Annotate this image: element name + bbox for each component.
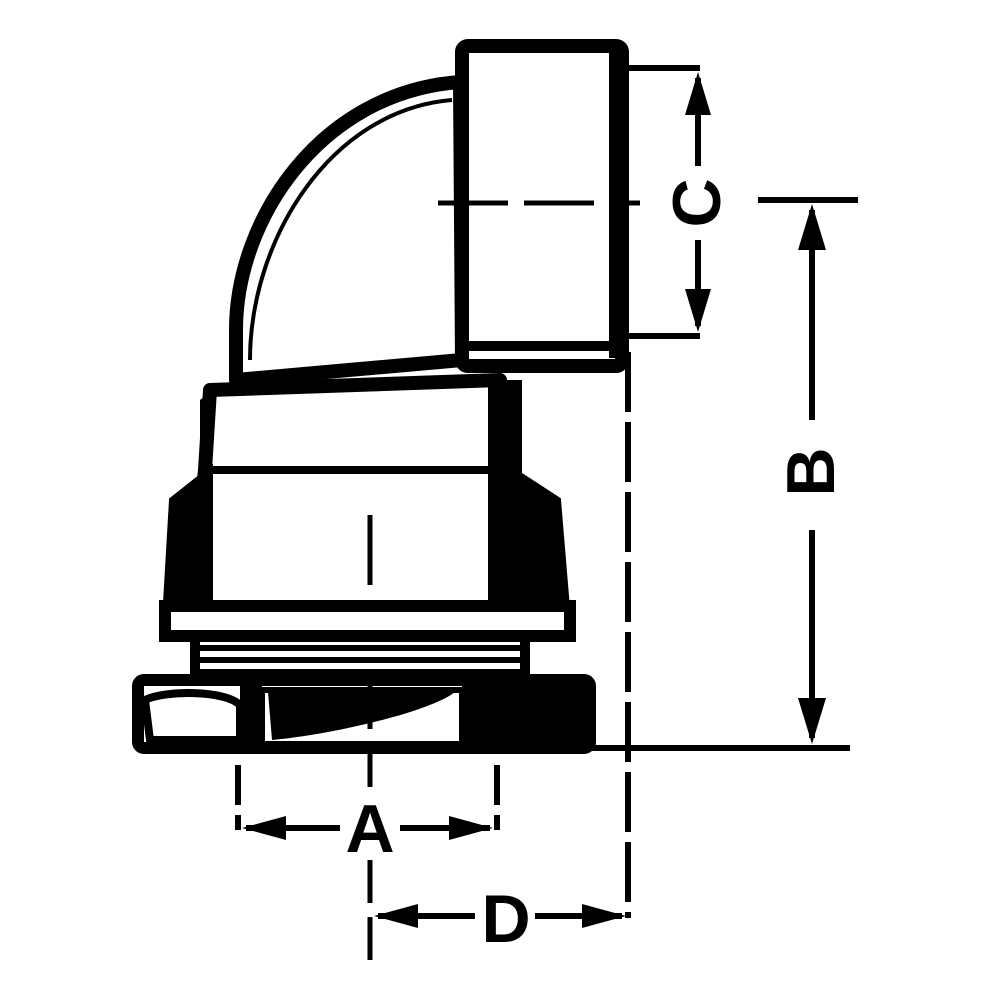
right-flange — [508, 464, 572, 623]
dim-b-label-gap — [784, 420, 840, 530]
lock-nut-left-hex — [240, 686, 262, 744]
dimension-d — [374, 352, 631, 952]
left-flange-upper — [200, 390, 212, 470]
dim-d-arrow-right — [582, 904, 626, 928]
left-flange — [161, 463, 213, 623]
dim-b-arrow-top — [798, 204, 826, 250]
dimension-c — [626, 65, 730, 339]
dim-a-label-gap — [340, 790, 400, 860]
thread-lines — [200, 645, 520, 675]
dim-d-arrow-left — [374, 904, 418, 928]
dim-c-label: C — [659, 178, 735, 227]
elbow-bend-inner-shadow — [248, 98, 453, 361]
lock-nut-right-face — [494, 686, 584, 744]
dim-a-arrow-left — [242, 816, 286, 840]
dim-c-arrow-bottom — [685, 289, 711, 332]
dimension-b — [590, 197, 858, 751]
dimension-a — [235, 765, 500, 860]
dim-a-label: A — [345, 791, 394, 867]
upper-body — [183, 373, 537, 617]
elbow-bend — [229, 75, 469, 387]
dim-b-arrow-bottom — [798, 698, 826, 744]
dim-b-label: B — [773, 447, 849, 496]
lock-nut-right-hex — [462, 686, 494, 744]
dim-d-label: D — [481, 881, 530, 957]
lock-nut-center-shade — [268, 692, 455, 740]
dim-a-arrow-right — [449, 816, 493, 840]
dim-d-label-gap — [475, 880, 535, 952]
dim-c-arrow-top — [685, 72, 711, 115]
outlet-sleeve — [455, 39, 629, 373]
elbow-fitting — [132, 39, 629, 754]
dim-c-label-gap — [668, 166, 730, 240]
lock-nut-left-face — [140, 689, 244, 744]
